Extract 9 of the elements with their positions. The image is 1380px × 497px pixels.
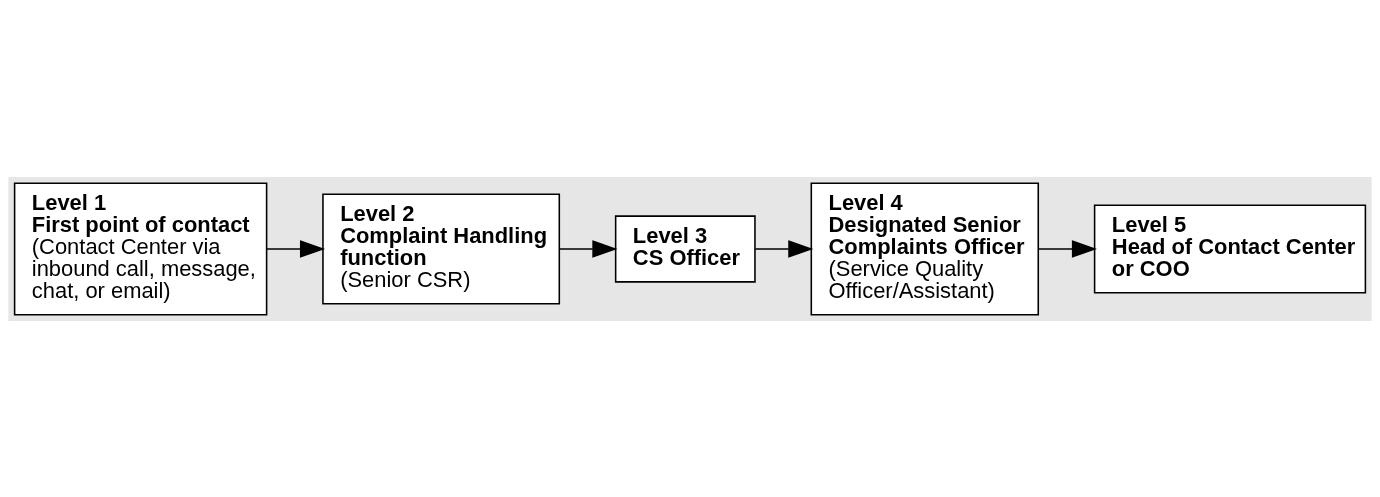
node-box: Level 5 Head of Contact Center or COO	[1093, 203, 1367, 294]
arrow	[1037, 239, 1097, 258]
node-box: Level 1 First point of contact (Contact Center via inbound call, message, chat, or email)	[13, 181, 268, 316]
arrow	[266, 239, 326, 258]
node-box: Level 2 Complaint Handling function (Senior CSR)	[322, 192, 561, 305]
node-box: Level 4 Designated Senior Complaints Officer (Service Quality Officer/Assistant)	[810, 181, 1040, 316]
arrow	[754, 239, 814, 258]
arrow	[558, 239, 618, 258]
node-box: Level 3 CS Officer	[614, 214, 756, 283]
